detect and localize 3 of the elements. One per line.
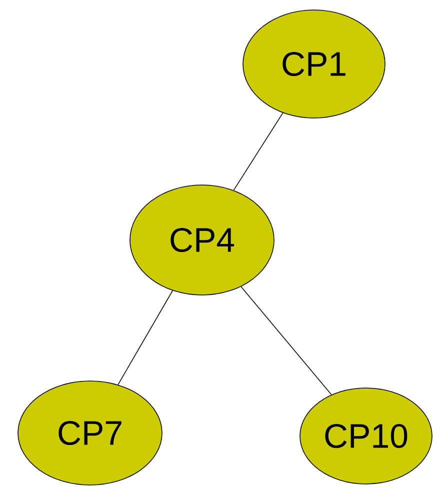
connector-line xyxy=(240,286,332,396)
connector-line xyxy=(233,112,284,191)
connector-line xyxy=(118,290,174,386)
